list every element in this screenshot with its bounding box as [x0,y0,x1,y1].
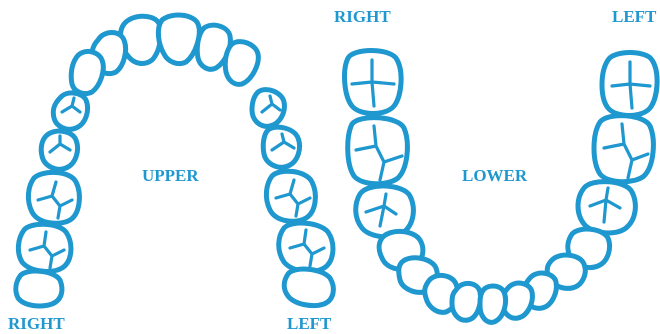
lower-tooth-31[interactable] [348,118,408,184]
upper-tooth-14[interactable] [266,171,315,221]
upper-tooth-1[interactable] [16,271,62,306]
lower-tooth-18[interactable] [594,116,653,182]
lower-tooth-32[interactable] [345,51,402,114]
upper-tooth-2[interactable] [18,224,71,271]
upper-tooth-4[interactable] [41,131,77,169]
upper-left-label: LEFT [287,314,332,333]
upper-tooth-6[interactable] [71,51,103,93]
upper-tooth-16[interactable] [284,269,333,306]
upper-tooth-12[interactable] [252,90,284,127]
upper-tooth-15[interactable] [279,223,333,271]
lower-tooth-17[interactable] [602,53,657,116]
lower-arch [345,51,658,323]
lower-tooth-26[interactable] [452,283,481,320]
upper-tooth-13[interactable] [263,127,299,167]
upper-arch [16,15,334,306]
upper-tooth-11[interactable] [225,42,258,85]
lower-right-label: RIGHT [334,7,391,26]
upper-tooth-5[interactable] [53,93,87,129]
upper-tooth-3[interactable] [28,172,79,223]
lower-left-label: LEFT [612,7,657,26]
lower-tooth-25[interactable] [480,286,506,322]
lower-arch-label: LOWER [462,166,528,185]
lower-tooth-19[interactable] [578,182,635,233]
upper-tooth-9[interactable] [158,15,199,64]
upper-right-label: RIGHT [8,314,65,333]
upper-arch-label: UPPER [142,166,199,185]
